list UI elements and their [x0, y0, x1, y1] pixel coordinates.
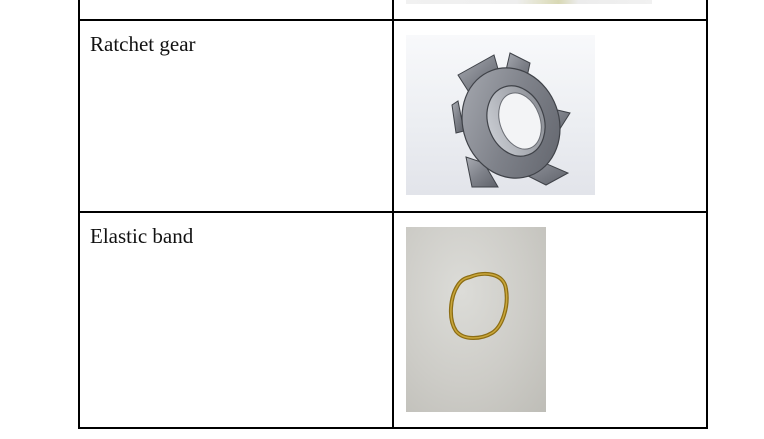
part-image-cell: [392, 211, 708, 429]
cropped-part-image: [406, 0, 652, 4]
ratchet-gear-icon: [451, 52, 571, 188]
part-image-cell: [392, 0, 708, 21]
table-row: Elastic band: [78, 211, 708, 429]
part-name-cell: [78, 0, 394, 21]
parts-table: Ratchet gear: [78, 0, 708, 429]
elastic-band-image: [406, 227, 546, 412]
part-name-cell: Ratchet gear: [78, 19, 394, 213]
table-row: Ratchet gear: [78, 19, 708, 213]
part-name-label: Ratchet gear: [90, 32, 196, 56]
elastic-band-icon: [449, 271, 509, 340]
part-name-label: Elastic band: [90, 224, 194, 248]
table-row: [78, 0, 708, 21]
ratchet-gear-image: [406, 35, 595, 195]
part-name-cell: Elastic band: [78, 211, 394, 429]
part-image-cell: [392, 19, 708, 213]
